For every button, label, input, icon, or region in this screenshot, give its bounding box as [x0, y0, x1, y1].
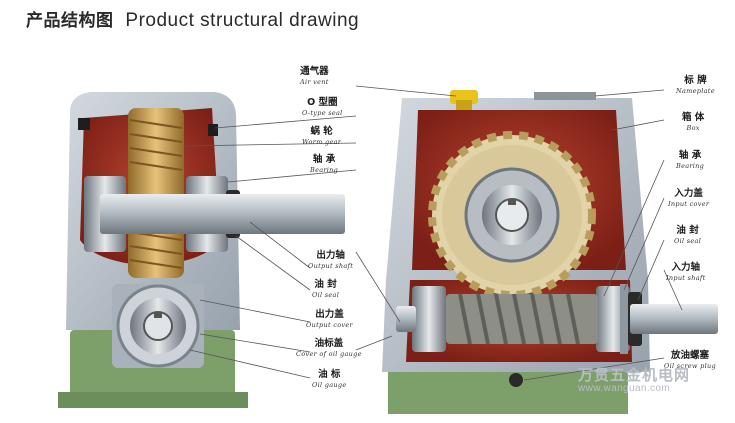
right-base: [388, 370, 628, 414]
watermark-zh: 万贯五金机电网: [578, 367, 691, 384]
bearing-input-left: [412, 286, 446, 352]
keyway: [154, 312, 162, 318]
worm-wheel: [428, 131, 596, 299]
input-cover: [620, 284, 628, 354]
left-gearbox: [58, 92, 345, 408]
worm-thread: [458, 293, 580, 345]
title-zh: 产品结构图: [26, 11, 114, 31]
leader-lines: [183, 85, 683, 381]
nameplate: [534, 92, 596, 100]
air-vent-base: [456, 100, 472, 110]
watermark-en: www.wanguan.com: [578, 382, 671, 394]
o-type-seal-left: [78, 118, 90, 130]
right-gearbox: [382, 90, 718, 414]
worm-end-left: [396, 306, 416, 332]
worm-gear-teeth: [129, 119, 183, 269]
output-shaft: [100, 194, 345, 234]
page-title: 产品结构图 Product structural drawing: [26, 6, 359, 32]
left-base-foot: [58, 392, 248, 408]
o-type-seal-right: [208, 124, 218, 136]
watermark: 万贯五金机电网 www.wanguan.com: [578, 368, 690, 394]
input-shaft: [630, 304, 718, 334]
oil-screw-plug: [509, 373, 523, 387]
title-en: Product structural drawing: [125, 10, 360, 31]
